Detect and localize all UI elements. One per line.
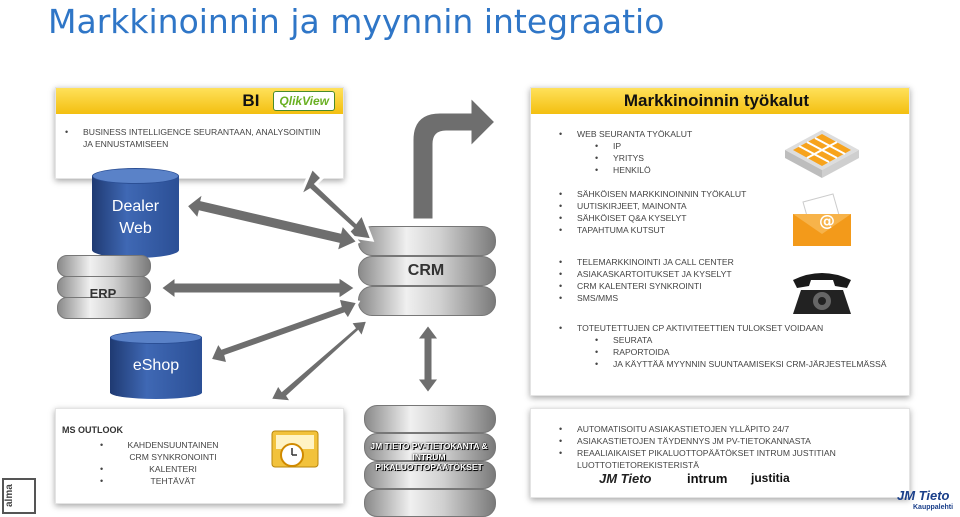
tools-g2-item: SÄHKÖISET Q&A KYSELYT (559, 212, 909, 224)
erp-db: ERP (57, 255, 151, 319)
page-title: Markkinoinnin ja myynnin integraatio (48, 2, 665, 41)
tools-g2-item: UUTISKIRJEET, MAINONTA (559, 200, 909, 212)
web-tracking-icon (785, 130, 859, 178)
auto-item: REAALIAIKAISET PIKALUOTTOPÄÄTÖKSET INTRU… (559, 447, 909, 459)
bi-item-2: JA ENNUSTAMISEEN (83, 139, 169, 149)
arrow-crm-jmdb (413, 321, 443, 397)
tools-g4-item: TOTEUTETTUJEN CP AKTIVITEETTIEN TULOKSET… (559, 322, 909, 334)
dealer-label: Dealer (111, 198, 160, 215)
outlook-item: KALENTERI (100, 463, 228, 475)
automation-panel: AUTOMATISOITU ASIAKASTIETOJEN YLLÄPITO 2… (530, 408, 910, 498)
tools-g4-sub: RAPORTOIDA (577, 346, 909, 358)
bi-panel: BI QlikView BUSINESS INTELLIGENCE SEURAN… (55, 87, 344, 179)
tools-g1-sub: HENKILÖ (577, 164, 909, 176)
outlook-item: CRM SYNKRONOINTI (129, 452, 217, 462)
telephone-icon (793, 273, 851, 314)
auto-item: ASIAKASTIETOJEN TÄYDENNYS JM PV-TIETOKAN… (559, 435, 909, 447)
tools-header: Markkinoinnin työkalut (623, 91, 809, 110)
tools-g1-item: WEB SEURANTA TYÖKALUT (559, 128, 909, 140)
outlook-header: MS OUTLOOK (62, 425, 123, 435)
bi-header-bar: BI QlikView (56, 88, 343, 114)
erp-label: ERP (89, 286, 117, 301)
tools-g4-sub: SEURATA (577, 334, 909, 346)
bi-header: BI (242, 91, 260, 110)
crm-db: CRM (358, 218, 496, 318)
tools-g1-sub: IP (577, 140, 909, 152)
jmtieto-corner-logo: JM Tieto (897, 488, 950, 503)
eshop-label: eShop (132, 357, 180, 374)
outlook-item: TEHTÄVÄT (100, 475, 228, 487)
tools-g4-sub: JA KÄYTTÄÄ MYYNNIN SUUNTAAMISEKSI CRM-JÄ… (577, 358, 909, 370)
kauppalehti-label: Kauppalehti (913, 504, 954, 511)
crm-label: CRM (407, 262, 445, 279)
tools-g2-item: SÄHKÖISEN MARKKINOINNIN TYÖKALUT (559, 188, 909, 200)
email-icon: @ (793, 193, 851, 246)
eshop-db: eShop (110, 331, 202, 399)
dealer-web-db: Dealer Web (92, 168, 179, 258)
arrow-outlook-crm (267, 318, 371, 404)
auto-item: LUOTTOTIETOREKISTERISTÄ (577, 460, 699, 470)
tools-g3-item: SMS/MMS (559, 292, 909, 304)
arrow-erp-crm (157, 273, 359, 303)
bi-item-1: BUSINESS INTELLIGENCE SEURANTAAN, ANALYS… (65, 126, 343, 138)
jmtieto-logo: JM Tieto (599, 471, 652, 486)
justitia-logo: justitia (751, 471, 790, 485)
arrow-eshop-crm (207, 296, 361, 366)
tools-g3-item: ASIAKASKARTOITUKSET JA KYSELYT (559, 268, 909, 280)
intrum-logo: intrum (687, 471, 728, 486)
auto-item: AUTOMATISOITU ASIAKASTIETOJEN YLLÄPITO 2… (559, 423, 909, 435)
alma-logo: alma (2, 478, 36, 514)
web-label: Web (119, 220, 152, 237)
tools-header-bar: Markkinoinnin työkalut (531, 88, 909, 114)
tools-g1-sub: YRITYS (577, 152, 909, 164)
jm-intrum-db: JM TIETO PV-TIETOKANTA & INTRUM PIKALUOT… (364, 405, 496, 517)
arrow-crm-bi (296, 165, 375, 242)
qlikview-logo: QlikView (273, 91, 335, 111)
tools-g2-item: TAPAHTUMA KUTSUT (559, 224, 909, 236)
arrow-crm-tools (410, 92, 499, 222)
outlook-item: KAHDENSUUNTAINEN (100, 439, 228, 451)
arrow-dealer-crm (183, 188, 361, 255)
svg-text:@: @ (819, 211, 835, 230)
tools-panel: Markkinoinnin työkalut WEB SEURANTA TYÖK… (530, 87, 910, 396)
jm-db-label-1: JM TIETO PV-TIETOKANTA & (370, 441, 488, 451)
jm-db-label-2: INTRUM PIKALUOTTOPÄÄTÖKSET (375, 452, 483, 472)
tools-g3-item: CRM KALENTERI SYNKROINTI (559, 280, 909, 292)
outlook-icon (271, 430, 319, 468)
tools-g3-item: TELEMARKKINOINTI JA CALL CENTER (559, 256, 909, 268)
outlook-panel: MS OUTLOOK KAHDENSUUNTAINEN CRM SYNKRONO… (55, 408, 344, 504)
